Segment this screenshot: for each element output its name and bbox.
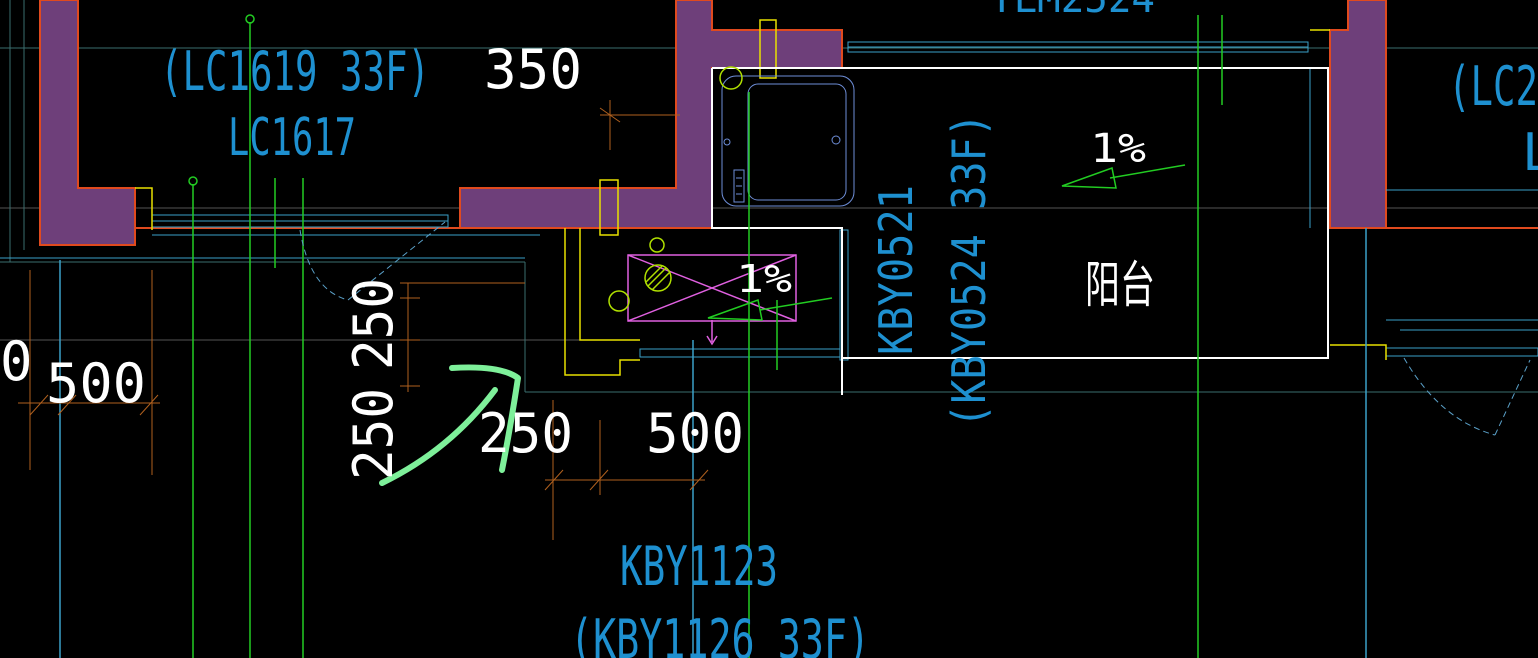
label-kby1126: (KBY1126 33F) xyxy=(570,608,870,658)
label-lc2-partial: (LC2 xyxy=(1448,55,1538,118)
door-labels: KBY0521 (KBY0524 33F) KBY1123 (KBY1126 3… xyxy=(570,113,996,658)
dim-left-500: 500 xyxy=(46,352,146,415)
annotation-arrow xyxy=(379,364,521,486)
dim-top-350: 350 xyxy=(484,38,582,101)
label-kby0524: (KBY0524 33F) xyxy=(942,113,996,428)
label-kby1123: KBY1123 xyxy=(620,535,778,598)
balcony-outline xyxy=(711,67,1329,395)
label-lc1619: (LC1619 33F) xyxy=(160,40,430,103)
label-kby0521: KBY0521 xyxy=(869,185,923,355)
fixture-circle-top xyxy=(719,66,743,90)
wall-fills xyxy=(39,0,1387,246)
label-balcony: 阳台 xyxy=(1085,256,1155,314)
yellow-lines xyxy=(135,19,1387,376)
label-utility-slope: 1% xyxy=(736,257,792,301)
label-ylm-partial: YLM2524 xyxy=(990,0,1155,22)
slope-arrows xyxy=(707,164,1186,321)
axis-marker-2 xyxy=(188,176,198,186)
drains xyxy=(608,237,672,312)
label-balcony-slope: 1% xyxy=(1090,126,1146,172)
slope-labels: 1% 1% xyxy=(736,126,1146,301)
room-labels: 阳台 xyxy=(1085,256,1155,314)
dim-vert-250-bottom: 250 xyxy=(342,388,405,480)
label-lc1617: LC1617 xyxy=(228,108,356,168)
dimension-labels: 350 500 0 250 250 250 500 xyxy=(0,38,744,480)
washer-fixture xyxy=(721,75,855,207)
wall-right xyxy=(1329,0,1387,229)
label-l-partial: L xyxy=(1522,123,1538,183)
wall-left xyxy=(39,0,136,246)
utility-pit xyxy=(627,254,797,346)
wall-middle xyxy=(459,0,843,229)
dim-bottom-500: 500 xyxy=(646,402,744,465)
axis-lines xyxy=(59,15,1367,658)
window-labels: (LC1619 33F) LC1617 (LC2 L YLM2524 xyxy=(160,0,1538,183)
dimension-lines xyxy=(18,100,709,540)
dim-vert-250-top: 250 xyxy=(342,278,405,370)
dim-left-0: 0 xyxy=(0,330,33,393)
dim-bottom-250: 250 xyxy=(478,402,573,465)
window-frames xyxy=(0,41,1538,361)
door-swings xyxy=(299,221,1531,436)
axis-marker-1 xyxy=(245,14,255,24)
